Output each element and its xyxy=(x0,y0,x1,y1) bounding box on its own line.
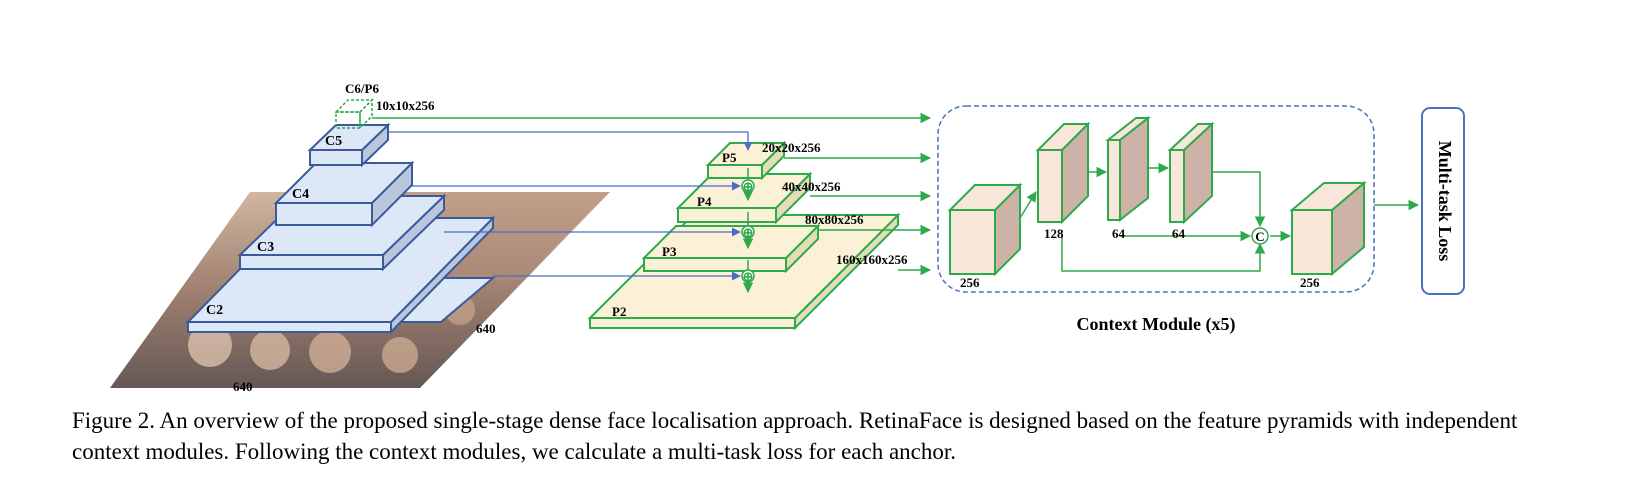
slab-p3 xyxy=(641,223,821,274)
context-connections xyxy=(1019,162,1420,272)
context-input-block xyxy=(947,182,1023,277)
slab-c4 xyxy=(273,160,415,228)
context-branch-64a xyxy=(1105,115,1151,223)
concat-node xyxy=(1251,227,1269,245)
lateral-connections xyxy=(388,131,753,281)
merge-symbol-p3: ⊕ xyxy=(743,225,754,240)
label-c4: C4 xyxy=(292,187,309,202)
context-branch-64b-label: 64 xyxy=(1172,226,1186,241)
context-branch-64a-label: 64 xyxy=(1112,226,1126,241)
concat-symbol: C xyxy=(1255,229,1264,244)
backbone-pyramid xyxy=(185,98,496,335)
merge-nodes: ⊕ ⊕ ⊕ xyxy=(741,179,755,284)
context-module-box xyxy=(937,105,1375,293)
dims-p4: 40x40x256 xyxy=(782,179,841,194)
slab-c5 xyxy=(307,122,391,168)
label-p3: P3 xyxy=(662,244,677,259)
context-output-channels: 256 xyxy=(1300,275,1320,290)
context-input-channels: 256 xyxy=(960,275,980,290)
pyramid-outputs xyxy=(372,112,932,276)
dims-p2: 160x160x256 xyxy=(836,252,908,267)
label-c5: C5 xyxy=(325,134,342,149)
multi-task-loss-box xyxy=(1421,107,1465,295)
merge-symbol-p4: ⊕ xyxy=(743,179,754,194)
label-p2: P2 xyxy=(612,304,626,319)
multi-task-loss-label: Multi-task Loss xyxy=(1435,141,1455,262)
context-branch-128-label: 128 xyxy=(1044,226,1064,241)
input-width: 640 xyxy=(476,321,496,336)
figure-caption: Figure 2. An overview of the proposed si… xyxy=(72,408,1518,464)
context-output-block xyxy=(1289,180,1367,277)
context-blocks xyxy=(947,115,1367,277)
label-c3: C3 xyxy=(257,240,274,255)
label-p4: P4 xyxy=(697,194,712,209)
dims-p3: 80x80x256 xyxy=(805,212,864,227)
context-branch-64b xyxy=(1167,121,1215,225)
retinaface-architecture-diagram: ⊕ ⊕ ⊕ C6/P6 10x10x256 C5 C4 C3 C2 640 64… xyxy=(110,81,1465,394)
merge-symbol-p2: ⊕ xyxy=(743,269,754,284)
context-module-title: Context Module (x5) xyxy=(1077,314,1236,335)
dims-p5: 20x20x256 xyxy=(762,140,821,155)
input-height: 640 xyxy=(233,379,253,394)
label-c6: C6/P6 xyxy=(345,81,379,96)
context-branch-128 xyxy=(1035,121,1091,225)
dims-c6: 10x10x256 xyxy=(376,98,435,113)
label-p5: P5 xyxy=(722,150,737,165)
label-c2: C2 xyxy=(206,303,223,318)
slab-c6 xyxy=(334,98,374,130)
